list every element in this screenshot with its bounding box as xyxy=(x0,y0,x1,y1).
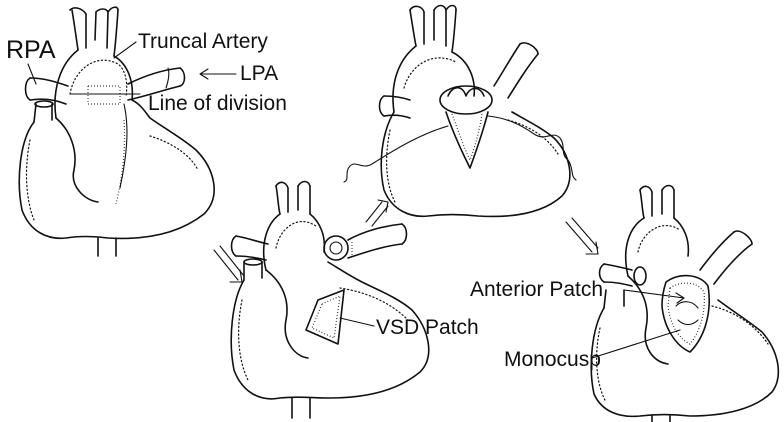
label-lpa: LPA xyxy=(240,62,278,85)
truncal-artery-leader-line xyxy=(114,42,136,58)
vsd-patch-leader-line xyxy=(340,318,374,326)
label-rpa: RPA xyxy=(6,36,56,64)
monocusp-leader-line xyxy=(592,330,680,358)
label-monocusp: Monocusp xyxy=(504,348,601,371)
heart-panel-3 xyxy=(344,6,576,217)
label-anterior-patch: Anterior Patch xyxy=(470,278,603,301)
rpa-leader-line xyxy=(28,64,36,84)
label-truncal-artery: Truncal Artery xyxy=(138,30,268,53)
lpa-leader-arrow xyxy=(200,69,236,79)
heart-panel-4 xyxy=(591,186,778,422)
anterior-patch-leader-arrow xyxy=(624,290,684,303)
annotation-labels: RPA Truncal Artery LPA Line of division … xyxy=(6,30,684,371)
label-vsd-patch: VSD Patch xyxy=(376,316,479,339)
label-line-of-division: Line of division xyxy=(148,92,287,115)
heart-panel-2 xyxy=(231,182,428,419)
